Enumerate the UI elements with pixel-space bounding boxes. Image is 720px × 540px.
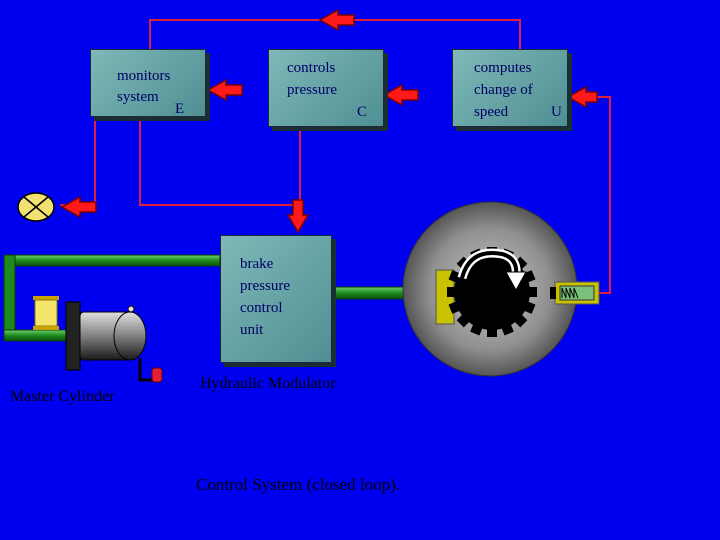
gear-tooth bbox=[487, 327, 497, 337]
arrow-top-left bbox=[318, 8, 355, 32]
controls-pressure-box: controls pressure C bbox=[268, 49, 384, 127]
gear-tooth bbox=[527, 287, 537, 297]
control-system-caption: Control System (closed loop). bbox=[196, 475, 400, 494]
hydraulic-modulator-caption: Hydraulic Modulator bbox=[200, 375, 336, 392]
gear-tooth bbox=[448, 300, 462, 314]
speed-sensor-icon bbox=[550, 281, 600, 305]
hydraulic-line-left bbox=[3, 254, 16, 341]
gear-tooth bbox=[513, 313, 528, 328]
brake-label-2: pressure bbox=[240, 278, 290, 294]
monitors-system-box: monitors system E bbox=[90, 49, 206, 117]
monitors-tag: E bbox=[175, 101, 185, 117]
monitors-to-lamp-line bbox=[60, 115, 96, 206]
gear-tooth bbox=[522, 300, 536, 314]
controls-tag: C bbox=[357, 104, 368, 120]
brake-label-1: brake bbox=[240, 256, 274, 272]
computes-tag: U bbox=[551, 104, 562, 120]
rotation-arrow-icon bbox=[457, 248, 527, 292]
gear-tooth bbox=[456, 313, 471, 328]
monitors-label-2: system bbox=[117, 89, 159, 105]
gear-tooth bbox=[447, 287, 457, 297]
master-cylinder-graphic bbox=[33, 296, 163, 383]
arrow-into-computes bbox=[566, 85, 598, 109]
arrow-into-monitors bbox=[206, 78, 243, 102]
brake-label-3: control bbox=[240, 300, 283, 316]
sensor-to-computes-line bbox=[590, 96, 611, 294]
computes-speed-box: computes change of speed U bbox=[452, 49, 568, 127]
hydraulic-line-bottom bbox=[3, 329, 69, 342]
monitors-label-1: monitors bbox=[117, 68, 171, 84]
arrow-into-controls bbox=[382, 83, 419, 107]
brake-label-4: unit bbox=[240, 322, 264, 338]
hydraulic-line-top bbox=[3, 254, 221, 267]
gear-tooth bbox=[448, 270, 462, 284]
master-cylinder-caption: Master Cylinder bbox=[10, 388, 115, 405]
controls-label-2: pressure bbox=[287, 82, 337, 98]
gear-tooth bbox=[500, 322, 514, 336]
warning-lamp-icon bbox=[17, 192, 55, 222]
signal-arrows bbox=[60, 8, 598, 234]
gear-tooth bbox=[470, 322, 484, 336]
brake-feedback-line bbox=[139, 115, 300, 206]
reservoir-icon bbox=[34, 299, 58, 327]
computes-label-2: change of bbox=[474, 82, 533, 98]
controls-label-1: controls bbox=[287, 60, 336, 76]
brake-pressure-control-unit-box: brake pressure control unit bbox=[220, 235, 332, 363]
computes-label-3: speed bbox=[474, 104, 509, 120]
arrow-down-brake bbox=[286, 199, 310, 234]
arrow-to-lamp bbox=[60, 195, 97, 219]
computes-label-1: computes bbox=[474, 60, 532, 76]
